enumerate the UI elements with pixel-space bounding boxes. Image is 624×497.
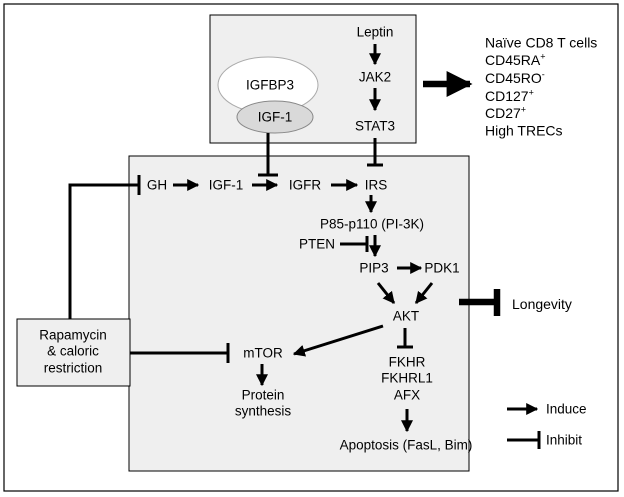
- arrow-akt-mtor: [292, 324, 384, 357]
- protein-synthesis-line: synthesis: [234, 404, 292, 419]
- node-stat3: STAT3: [354, 118, 396, 134]
- rapamycin-box: [16, 318, 131, 387]
- node-fkhrl1: FKHRL1: [381, 370, 433, 386]
- marker-sup: +: [520, 104, 527, 115]
- arrow-pip3-akt: [376, 282, 396, 304]
- node-pdk1: PDK1: [424, 260, 460, 276]
- node-longevity: Longevity: [512, 296, 572, 312]
- legend-induce-label: Induce: [546, 401, 587, 417]
- marker-sup: -: [541, 69, 545, 80]
- node-irs: IRS: [364, 177, 388, 193]
- node-pten: PTEN: [298, 236, 336, 252]
- node-protein-synthesis: Protein synthesis: [235, 388, 291, 421]
- node-igfr: IGFR: [288, 177, 322, 193]
- naive-cd8-title: Naïve CD8 T cells: [485, 34, 598, 51]
- node-gh: GH: [146, 177, 168, 193]
- node-jak2: JAK2: [358, 69, 392, 85]
- node-fkhr-group: FKHR FKHRL1 AFX: [381, 354, 433, 403]
- node-igf1-bound: IGF-1: [257, 109, 293, 125]
- marker-sup: +: [540, 51, 546, 62]
- main-box: [128, 155, 470, 472]
- node-igfbp3: IGFBP3: [245, 77, 295, 93]
- marker-item: CD45RA+: [485, 52, 597, 70]
- marker-item: CD127+: [485, 87, 597, 105]
- marker-item: CD45RO-: [485, 69, 597, 87]
- marker-name: CD45RO: [485, 69, 542, 86]
- naive-cd8-panel: Naïve CD8 T cells CD45RA+ CD45RO- CD127+…: [485, 34, 597, 139]
- igf1-bound-ellipse: [236, 100, 314, 134]
- node-fkhr: FKHR: [388, 354, 426, 370]
- marker-sup: +: [528, 87, 534, 97]
- marker-name: CD45RA: [485, 52, 541, 69]
- rapamycin-line: restriction: [43, 360, 103, 376]
- rapamycin-line: & caloric: [47, 343, 99, 359]
- node-pip3: PIP3: [359, 260, 389, 276]
- node-akt: AKT: [392, 308, 420, 324]
- node-igf1: IGF-1: [208, 177, 244, 193]
- node-mtor: mTOR: [243, 345, 283, 361]
- node-leptin: Leptin: [356, 24, 394, 40]
- rapamycin-line: Rapamycin: [39, 327, 107, 343]
- inhibit-rapamycin-gh: [68, 183, 138, 319]
- marker-name: CD27: [485, 105, 521, 122]
- node-rapamycin: Rapamycin & caloric restriction: [39, 327, 107, 376]
- naive-trecs: High TRECs: [485, 122, 563, 139]
- node-apoptosis: Apoptosis (FasL, Bim): [339, 437, 473, 453]
- legend-inhibit-label: Inhibit: [546, 432, 583, 448]
- arrow-pdk1-akt: [414, 282, 434, 304]
- protein-synthesis-line: Protein: [241, 387, 285, 403]
- node-p85: P85-p110 (PI-3K): [319, 216, 425, 232]
- marker-item: CD27+: [485, 105, 597, 123]
- marker-name: CD127: [485, 87, 529, 104]
- node-afx: AFX: [393, 387, 421, 403]
